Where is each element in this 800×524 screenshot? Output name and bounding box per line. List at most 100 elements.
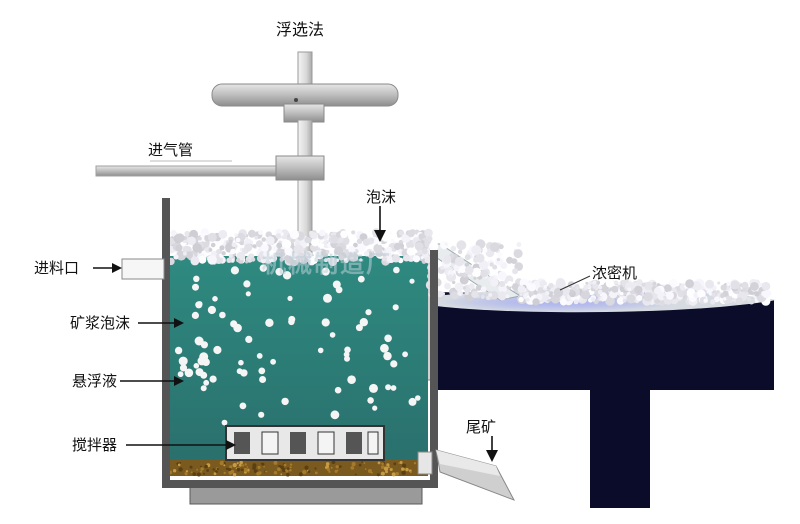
diagram-title: 浮选法 bbox=[276, 20, 325, 39]
foam-bubble bbox=[304, 250, 313, 259]
foam-bubble bbox=[216, 249, 221, 255]
foam-bubble bbox=[488, 292, 493, 297]
foam-bubble bbox=[450, 291, 459, 300]
sediment-speck bbox=[192, 472, 197, 476]
foam-bubble bbox=[703, 298, 708, 303]
foam-bubble bbox=[248, 229, 256, 238]
sediment-speck bbox=[363, 462, 366, 465]
foam-bubble bbox=[320, 243, 325, 247]
sediment-speck bbox=[307, 470, 311, 473]
foam-bubble bbox=[483, 248, 488, 253]
leader-lines bbox=[93, 160, 591, 462]
foam-bubble bbox=[583, 284, 589, 290]
sediment-speck bbox=[254, 466, 256, 468]
foam-bubble bbox=[746, 296, 751, 302]
foam-bubble bbox=[214, 256, 223, 264]
foam-bubble bbox=[506, 256, 514, 264]
slurry-bubble bbox=[270, 358, 276, 365]
foam-bubble bbox=[328, 257, 338, 267]
foam-bubble bbox=[626, 294, 636, 304]
slurry-bubble bbox=[275, 267, 284, 276]
foam-bubble bbox=[335, 231, 342, 238]
foam-bubble bbox=[561, 287, 570, 296]
slurry-bubble bbox=[174, 346, 183, 355]
foam-bubble bbox=[284, 247, 293, 256]
foam-bubble bbox=[279, 257, 284, 262]
foam-bubble bbox=[464, 291, 469, 296]
sediment-speck bbox=[236, 467, 241, 472]
sediment-speck bbox=[196, 472, 201, 477]
foam-bubble bbox=[575, 285, 580, 290]
foam-bubble bbox=[505, 294, 510, 299]
sediment-speck bbox=[277, 467, 281, 471]
label-agitator: 搅拌器 bbox=[72, 436, 118, 454]
slurry-bubble bbox=[380, 343, 389, 353]
foam-bubble bbox=[226, 257, 232, 263]
foam-bubble bbox=[382, 253, 386, 257]
sediment-speck bbox=[304, 465, 309, 470]
slurry-bubble bbox=[355, 324, 363, 332]
foam-bubble bbox=[475, 284, 482, 291]
slurry-bubble bbox=[330, 410, 340, 420]
feed-inlet-pipe bbox=[121, 258, 165, 280]
foam-bubble bbox=[309, 255, 318, 265]
foam-bubble bbox=[450, 245, 457, 252]
foam-bubble bbox=[359, 258, 363, 262]
foam-bubble bbox=[511, 283, 519, 291]
slurry-bubble bbox=[344, 346, 351, 354]
slurry-bubble bbox=[415, 395, 421, 401]
sediment-speck bbox=[243, 467, 248, 472]
sediment-speck bbox=[178, 467, 183, 472]
sediment-speck bbox=[289, 463, 293, 466]
slurry-bubble bbox=[178, 356, 188, 366]
foam-layer bbox=[166, 227, 772, 306]
sediment-speck bbox=[284, 469, 287, 472]
sediment-speck bbox=[380, 465, 385, 469]
foam-bubble bbox=[450, 288, 454, 293]
foam-bubble bbox=[236, 258, 241, 263]
sediment-speck bbox=[260, 462, 263, 465]
foam-bubble bbox=[750, 282, 759, 291]
foam-bubble bbox=[720, 284, 727, 291]
foam-bubble bbox=[458, 265, 467, 274]
sediment-speck bbox=[314, 471, 318, 475]
foam-bubble bbox=[590, 297, 596, 302]
foam-bubble bbox=[641, 282, 646, 287]
foam-bubble bbox=[513, 249, 523, 259]
foam-bubble bbox=[421, 240, 425, 244]
sediment-speck bbox=[179, 461, 182, 464]
sediment-speck bbox=[383, 466, 389, 471]
sediment-speck bbox=[354, 473, 357, 476]
slurry-bubble bbox=[288, 318, 295, 326]
slurry-bubble bbox=[200, 385, 207, 392]
slurry-bubble bbox=[287, 295, 293, 301]
foam-bubble bbox=[228, 253, 233, 258]
foam-bubble bbox=[457, 249, 463, 254]
foam-bubble bbox=[675, 282, 680, 287]
slurry-bubble bbox=[372, 405, 378, 411]
foam-bubble bbox=[475, 253, 485, 263]
slurry-bubble bbox=[281, 397, 289, 406]
slurry-bubble bbox=[365, 309, 372, 316]
sediment-speck bbox=[286, 472, 290, 477]
foam-bubble bbox=[436, 290, 444, 298]
agitator-impeller bbox=[225, 425, 385, 461]
slurry-bubble bbox=[321, 318, 330, 327]
sediment-speck bbox=[409, 471, 412, 474]
foam-bubble bbox=[580, 290, 591, 300]
foam-bubble bbox=[245, 236, 249, 240]
foam-bubble bbox=[454, 256, 465, 267]
foam-bubble bbox=[592, 280, 597, 285]
sediment-speck bbox=[401, 470, 406, 475]
sediment-speck bbox=[405, 467, 409, 472]
foam-bubble bbox=[346, 251, 356, 260]
foam-bubble bbox=[497, 291, 507, 301]
foam-bubble bbox=[244, 243, 253, 252]
foam-bubble bbox=[282, 239, 292, 249]
sediment-speck bbox=[389, 468, 393, 471]
foam-bubble bbox=[761, 281, 771, 291]
foam-bubble bbox=[444, 242, 448, 246]
slurry-bubble bbox=[390, 360, 398, 368]
sediment-speck bbox=[361, 461, 363, 463]
foam-bubble bbox=[276, 233, 281, 239]
